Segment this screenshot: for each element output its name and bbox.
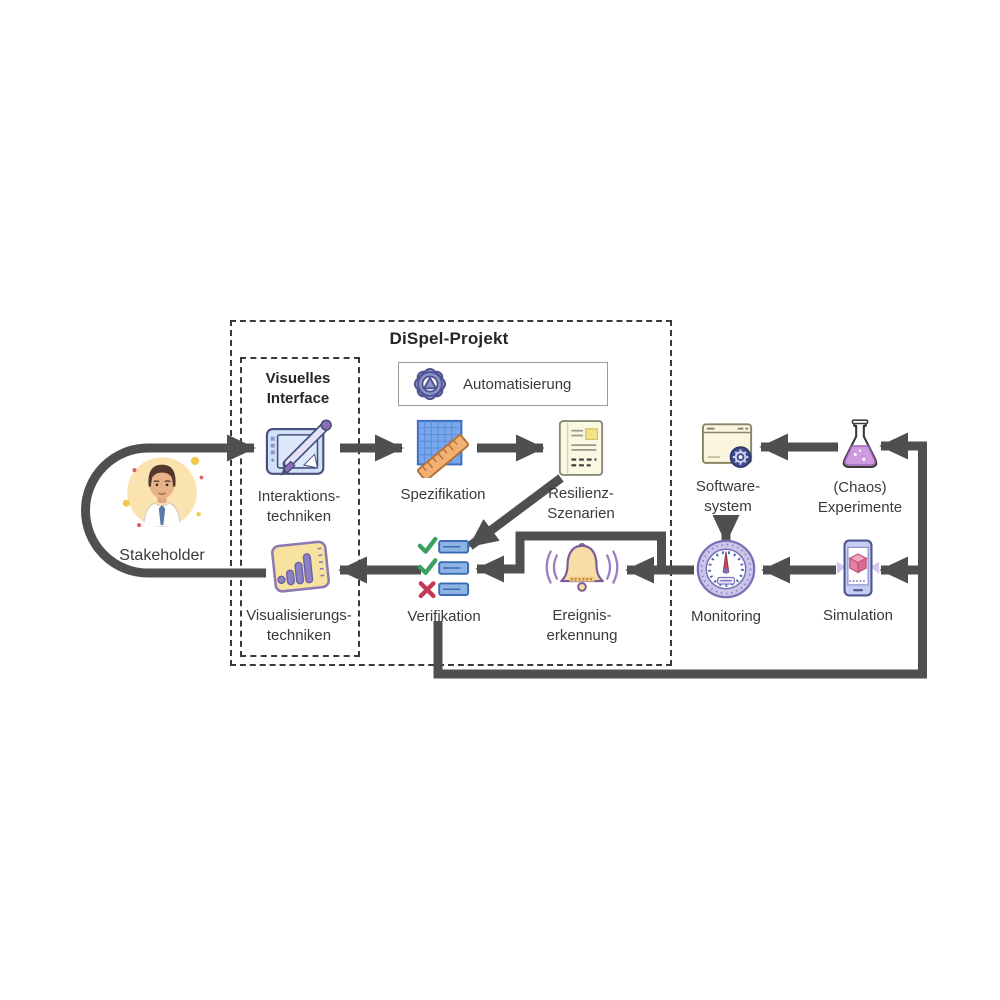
visual-interface-box — [240, 357, 360, 657]
flask-icon — [842, 419, 878, 469]
node-chaos-experimente: (Chaos) Experimente — [795, 419, 925, 518]
visualisierungstechniken-label: Visualisierungs- techniken — [246, 607, 352, 644]
node-software-system: Software- system — [668, 421, 788, 517]
arrow-monitoring-over-to-verifikation — [475, 531, 666, 583]
node-visualisierungstechniken: Visualisierungs- techniken — [224, 537, 374, 646]
diagram-title: DiSpel-Projekt — [389, 329, 509, 348]
software-system-label: Software- system — [695, 478, 761, 515]
document-icon — [558, 420, 604, 476]
browser-gear-icon — [701, 423, 753, 468]
node-monitoring: Monitoring — [666, 538, 786, 627]
stakeholder-label: Stakeholder — [119, 547, 205, 564]
blueprint-ruler-icon — [416, 419, 470, 478]
gauge-icon — [696, 539, 756, 599]
resilienz-szenarien-label: Resilienz- Szenarien — [547, 485, 615, 522]
smartphone-cube-icon — [836, 539, 880, 597]
person-avatar — [122, 456, 204, 528]
interaktionstechniken-label: Interaktions- techniken — [257, 488, 341, 525]
checklist-icon — [417, 536, 470, 599]
bell-icon — [545, 543, 619, 592]
ereigniserkennung-label: Ereignis- erkennung — [546, 607, 618, 644]
node-ereigniserkennung: Ereignis- erkennung — [512, 541, 652, 646]
gear-icon — [413, 367, 447, 401]
arrow-stakeholder-loop — [81, 434, 266, 578]
graphics-tablet-icon — [265, 419, 332, 476]
spezifikation-label: Spezifikation — [400, 486, 486, 503]
node-resilienz-szenarien: Resilienz- Szenarien — [521, 419, 641, 524]
dispel-project-box — [230, 320, 672, 666]
monitoring-label: Monitoring — [690, 608, 762, 625]
visual-interface-title: Visuelles Interface — [265, 370, 331, 407]
chaos-experimente-label: (Chaos) Experimente — [817, 479, 903, 516]
automation-box: Automatisierung — [398, 362, 608, 406]
verifikation-label: Verifikation — [407, 608, 481, 625]
arrow-verifikation-feedback-to-experimente — [433, 432, 927, 679]
bar-chart-board-icon — [271, 540, 330, 593]
node-stakeholder: Stakeholder — [92, 450, 232, 566]
arrow-resilienz-to-verifikation — [467, 474, 564, 550]
simulation-label: Simulation — [822, 607, 894, 624]
node-spezifikation: Spezifikation — [383, 418, 503, 505]
node-interaktionstechniken: Interaktions- techniken — [239, 417, 359, 527]
node-simulation: Simulation — [798, 538, 918, 626]
automation-label: Automatisierung — [463, 375, 572, 393]
node-verifikation: Verifikation — [384, 536, 504, 627]
